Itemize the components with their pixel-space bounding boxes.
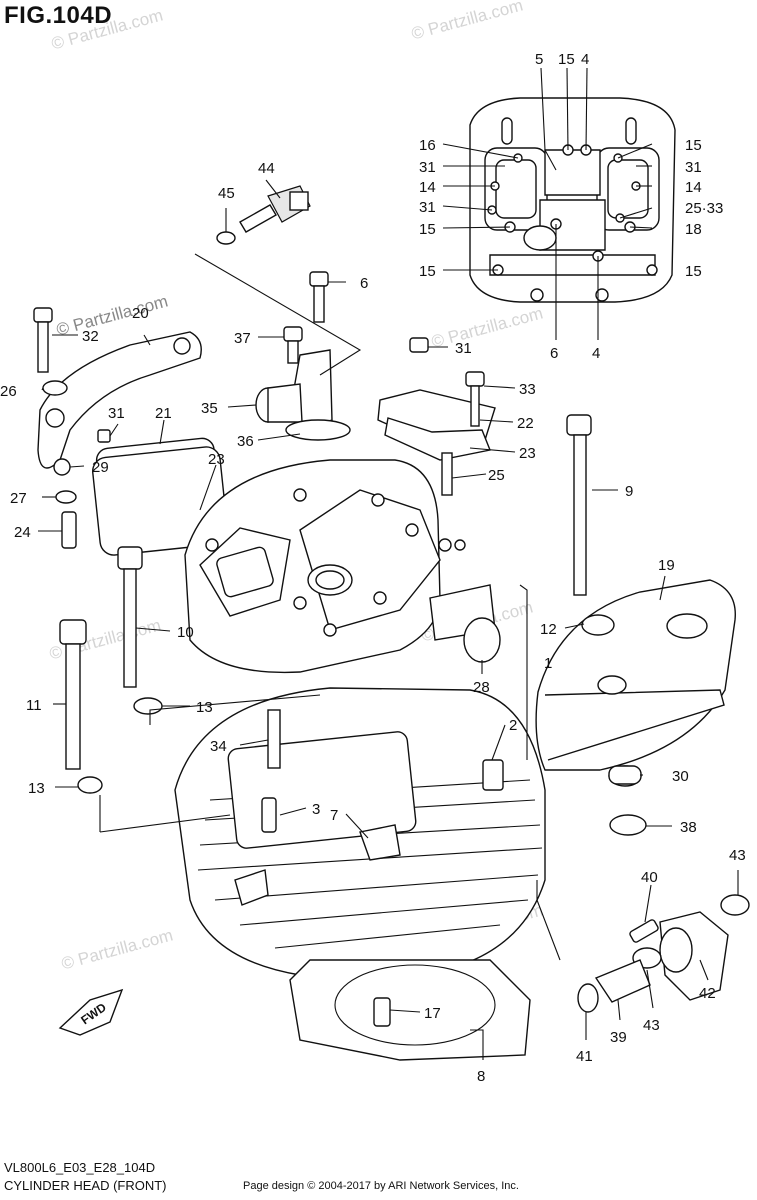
- callout: 23: [208, 451, 225, 468]
- callout: 10: [177, 624, 194, 641]
- callout: 25: [488, 467, 505, 484]
- callout: 14: [685, 179, 702, 196]
- callout: 35: [201, 400, 218, 417]
- bracket-left: [33, 307, 202, 549]
- callout: 6: [550, 345, 558, 362]
- callout: 31: [455, 340, 472, 357]
- callout: 22: [517, 415, 534, 432]
- side-cover-right: [535, 579, 736, 836]
- callout: 34: [210, 738, 227, 755]
- figure-title: FIG.104D: [4, 2, 113, 29]
- callout: 43: [729, 847, 746, 864]
- callout: 42: [699, 985, 716, 1002]
- callout: 7: [330, 807, 338, 824]
- callout: 26: [0, 383, 17, 400]
- callout: 39: [610, 1029, 627, 1046]
- callout: 20: [132, 305, 149, 322]
- callout: 13: [28, 780, 45, 797]
- callout: 14: [419, 179, 436, 196]
- callout: 38: [680, 819, 697, 836]
- callout: 27: [10, 490, 27, 507]
- callout: 17: [424, 1005, 441, 1022]
- callout: 40: [641, 869, 658, 886]
- callout: 12: [540, 621, 557, 638]
- callout: 2: [509, 717, 517, 734]
- diagram-code: VL800L6_E03_E28_104D: [4, 1160, 156, 1175]
- valve-cover-left: [92, 429, 229, 556]
- callout: 29: [92, 459, 109, 476]
- long-bolts: [59, 414, 592, 794]
- callout: 13: [196, 699, 213, 716]
- callout: 31: [685, 159, 702, 176]
- callout: 32: [82, 328, 99, 345]
- callout: 31: [108, 405, 125, 422]
- callout: 16: [419, 137, 436, 154]
- callout: 5: [535, 51, 543, 68]
- callout: 15: [419, 221, 436, 238]
- leader-lines: [38, 67, 739, 1060]
- callout: 43: [643, 1017, 660, 1034]
- cylinder-head: [184, 459, 501, 674]
- diagram-name: CYLINDER HEAD (FRONT): [4, 1178, 167, 1193]
- callout: 15: [685, 263, 702, 280]
- callout: 18: [685, 221, 702, 238]
- callout: 45: [218, 185, 235, 202]
- callout: 33: [519, 381, 536, 398]
- callout: 30: [672, 768, 689, 785]
- cylinder-gasket: [289, 959, 531, 1061]
- callout: 1: [544, 655, 552, 672]
- callout: 6: [360, 275, 368, 292]
- callout: 28: [473, 679, 490, 696]
- water-fitting: [58, 894, 750, 1036]
- bolts-upper: [255, 271, 351, 441]
- callout: 4: [581, 51, 589, 68]
- callout: 37: [234, 330, 251, 347]
- callout: 3: [312, 801, 320, 818]
- callout: 9: [625, 483, 633, 500]
- cylinder-head-top-view: [469, 97, 676, 303]
- callout: 23: [519, 445, 536, 462]
- temperature-sensor: [216, 185, 311, 245]
- callout: 24: [14, 524, 31, 541]
- callout: 36: [237, 433, 254, 450]
- cylinder-block: [174, 687, 546, 976]
- callout: 15: [685, 137, 702, 154]
- callout-labels: 5 15 4 16 15 31 31 14 14 31 25·33 15 18 …: [0, 51, 746, 1085]
- callout: 44: [258, 160, 275, 177]
- callout: 15: [558, 51, 575, 68]
- callout: 4: [592, 345, 600, 362]
- callout: 31: [419, 199, 436, 216]
- callout: 8: [477, 1068, 485, 1085]
- callout: 31: [419, 159, 436, 176]
- valve-cover-right: [377, 337, 496, 496]
- callout: 21: [155, 405, 172, 422]
- callout: 11: [26, 697, 42, 714]
- callout: 19: [658, 557, 675, 574]
- callout: 41: [576, 1048, 593, 1065]
- callout: 25·33: [685, 200, 723, 217]
- callout: 15: [419, 263, 436, 280]
- copyright-credit: Page design © 2004-2017 by ARI Network S…: [243, 1180, 519, 1192]
